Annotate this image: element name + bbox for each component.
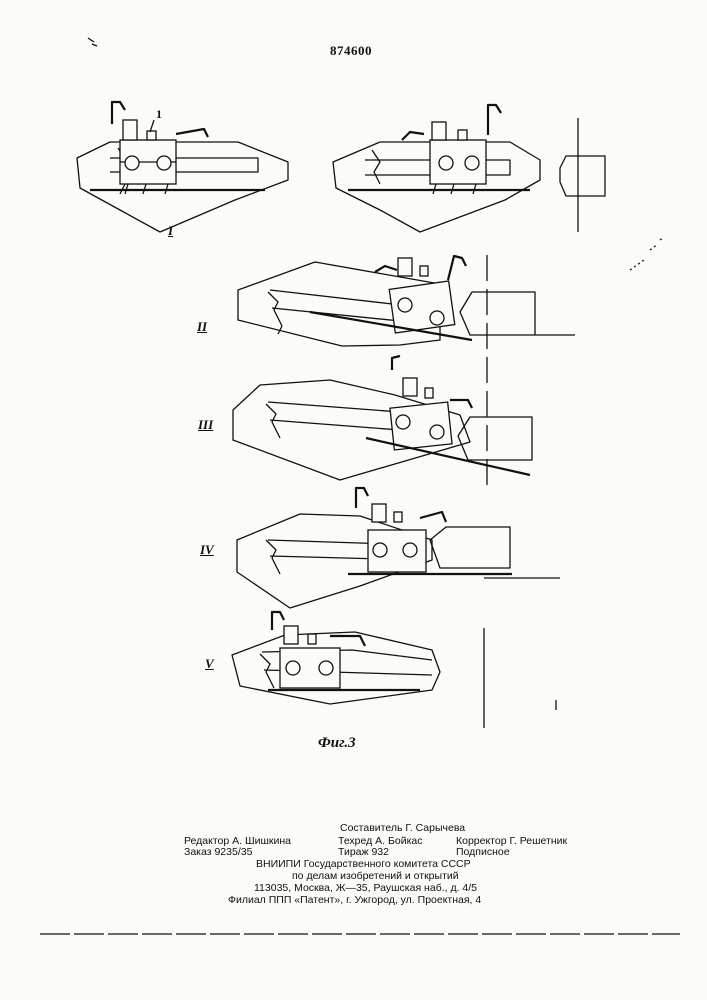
scan-speck-dashes (630, 237, 664, 270)
stage-4-wall (430, 527, 560, 578)
cabin (123, 120, 137, 140)
scan-speck (88, 38, 97, 46)
stage-label-2: II (197, 320, 207, 333)
callout-leader (150, 120, 154, 132)
roller (125, 156, 139, 170)
roller (439, 156, 453, 170)
roller (403, 543, 417, 557)
imprint-branch: Филиал ППП «Патент», г. Ужгород, ул. Про… (228, 895, 481, 906)
imprint-subscription: Подписное (456, 847, 510, 858)
cabin (398, 258, 412, 276)
imprint-techred: Техред А. Бойкас (338, 836, 423, 847)
small-block (425, 388, 433, 398)
stage-2-wall (460, 255, 575, 490)
rear-arm (176, 129, 208, 137)
roller (373, 543, 387, 557)
stage-3-machine (233, 356, 530, 480)
imprint-org-2: по делам изобретений и открытий (292, 871, 459, 882)
boom (268, 402, 400, 430)
stage-1-right-machine (333, 105, 540, 232)
imprint-corrector: Корректор Г. Решетник (456, 836, 567, 847)
stage-label-3: III (198, 418, 213, 431)
callout-1: 1 (156, 107, 162, 121)
arms (402, 105, 501, 140)
figure-caption: Фиг.3 (318, 736, 356, 751)
face-block (560, 156, 605, 196)
roller (465, 156, 479, 170)
cabin (284, 626, 298, 644)
stage-label-5: V (205, 657, 214, 670)
hull-outline (77, 142, 288, 232)
cabin (432, 122, 446, 140)
break-line (372, 150, 380, 184)
roller (430, 311, 444, 325)
roller (157, 156, 171, 170)
break-line (260, 654, 274, 688)
stage-1-left-machine (77, 102, 288, 232)
stage-2-machine (238, 256, 472, 346)
imprint-circulation: Тираж 932 (338, 847, 389, 858)
small-block (458, 130, 467, 140)
stage-4-machine (237, 488, 512, 608)
imprint-order: Заказ 9235/35 (184, 847, 252, 858)
stage-1-wall (560, 118, 605, 232)
roller (286, 661, 300, 675)
small-block (420, 266, 428, 276)
imprint-compiler: Составитель Г. Сарычева (340, 823, 465, 834)
small-block (147, 131, 156, 140)
imprint-org-1: ВНИИПИ Государственного комитета СССР (256, 859, 471, 870)
roller (430, 425, 444, 439)
cabin (403, 378, 417, 396)
face-block (430, 527, 510, 568)
small-block (308, 634, 316, 644)
roller (398, 298, 412, 312)
stage-5-machine (232, 612, 440, 704)
break-line (266, 540, 280, 574)
imprint-editor: Редактор А. Шишкина (184, 836, 291, 847)
stage-5-wall (484, 628, 556, 728)
stage-label-1: I (168, 224, 173, 237)
stage-label-4: IV (200, 543, 214, 556)
roller (319, 661, 333, 675)
cabin (372, 504, 386, 522)
face-block (460, 292, 535, 335)
small-block (394, 512, 402, 522)
roller (396, 415, 410, 429)
imprint-address: 113035, Москва, Ж—35, Раушская наб., д. … (254, 883, 477, 894)
